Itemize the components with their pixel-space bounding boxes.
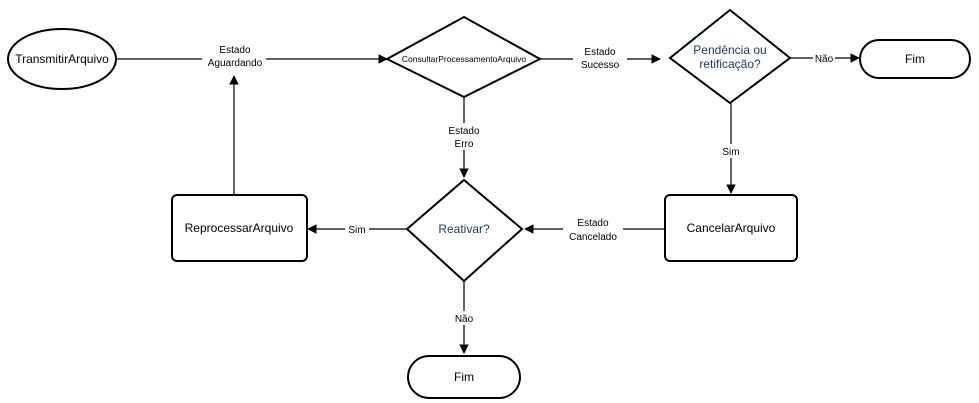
node-reprocessar-arquivo: ReprocessarArquivo [171,194,308,262]
label-aguardando-line2: Aguardando [208,58,263,69]
label-estado-sucesso: Estado Sucesso [573,44,627,71]
node-consultar-label: ConsultarProcessamentoArquivo [402,54,527,64]
label-erro-line1: Estado [448,126,480,137]
node-fim-bottom: Fim [407,355,521,399]
node-fim-top: Fim [859,39,971,79]
node-reativar-decision: Reativar? [405,178,524,283]
node-pendencia-label-line1: Pendência ou [693,43,766,57]
node-fim-top-label: Fim [905,52,925,66]
node-reativar-label: Reativar? [438,222,490,236]
label-estado-cancelado: Estado Cancelado [563,215,623,243]
label-estado-aguardando: Estado Aguardando [202,42,266,70]
node-reprocessar-label: ReprocessarArquivo [185,221,294,235]
label-pendencia-nao: Não [813,51,835,65]
label-pendencia-sim-text: Sim [722,147,739,158]
label-reativar-nao-text: Não [455,314,474,325]
label-sucesso-line1: Estado [584,47,616,58]
node-fim-bottom-label: Fim [454,370,474,384]
node-transmitir-label: TransmitirArquivo [15,52,109,66]
label-sucesso-line2: Sucesso [581,60,620,71]
label-pendencia-sim: Sim [719,144,743,158]
label-estado-erro: Estado Erro [444,123,484,150]
node-pendencia-label-line2: retificação? [699,57,761,71]
node-pendencia-decision: Pendência ou retificação? [668,8,792,105]
label-reativar-sim: Sim [345,222,369,236]
node-consultar-processamento: ConsultarProcessamentoArquivo [384,15,543,99]
node-cancelar-arquivo: CancelarArquivo [664,194,798,262]
label-pendencia-nao-text: Não [815,54,834,65]
node-transmitir-arquivo: TransmitirArquivo [7,28,117,90]
label-cancelado-line1: Estado [577,218,609,229]
label-aguardando-line1: Estado [219,45,251,56]
node-cancelar-label: CancelarArquivo [687,221,776,235]
label-erro-line2: Erro [455,139,474,150]
label-reativar-sim-text: Sim [348,225,365,236]
label-reativar-nao: Não [452,311,476,325]
label-cancelado-line2: Cancelado [569,232,617,243]
